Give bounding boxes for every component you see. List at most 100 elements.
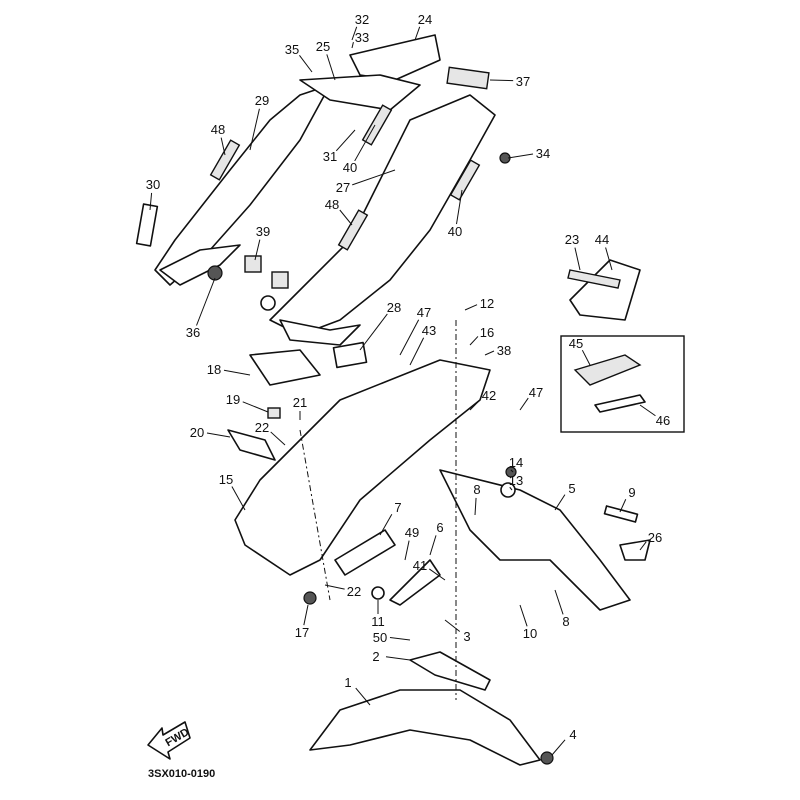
leader-line <box>519 397 529 411</box>
callout-5: 5 <box>554 481 576 511</box>
leader-line <box>456 189 463 225</box>
callout-label: 11 <box>371 614 385 629</box>
callout-43: 43 <box>409 323 436 366</box>
callout-44: 44 <box>595 232 613 271</box>
leader-line <box>581 349 591 366</box>
callout-30: 30 <box>146 177 160 211</box>
callout-label: 28 <box>387 300 401 315</box>
callout-41: 41 <box>413 558 446 581</box>
leader-line <box>223 369 251 376</box>
grommet-36a <box>207 265 223 281</box>
damper-39a <box>244 255 262 273</box>
leader-line <box>299 55 313 73</box>
callout-4: 4 <box>551 727 577 756</box>
leader-line <box>354 124 376 162</box>
leader-line <box>414 26 421 41</box>
callout-label: 22 <box>255 420 269 435</box>
leader-line <box>399 319 420 356</box>
emblem-28 <box>332 341 368 369</box>
pad-37 <box>446 66 490 90</box>
leader-line <box>351 41 354 49</box>
callout-label: 8 <box>473 482 480 497</box>
callout-label: 41 <box>413 558 427 573</box>
leader-line <box>389 636 411 641</box>
leader-line <box>489 79 514 82</box>
callout-label: 23 <box>565 232 579 247</box>
leader-line <box>484 350 495 356</box>
callout-label: 40 <box>343 160 357 175</box>
callout-label: 44 <box>595 232 609 247</box>
callout-label: 10 <box>523 626 537 641</box>
callout-47: 47 <box>519 385 543 411</box>
leader-line <box>409 337 425 366</box>
nut-4 <box>540 751 554 765</box>
callout-7: 7 <box>379 500 402 536</box>
callout-36: 36 <box>186 277 216 340</box>
callout-label: 29 <box>255 93 269 108</box>
callout-28: 28 <box>359 300 401 351</box>
leader-line <box>351 26 358 41</box>
leader-line <box>469 399 481 411</box>
callout-label: 49 <box>405 525 419 540</box>
callout-label: 12 <box>480 296 494 311</box>
callout-label: 37 <box>516 74 530 89</box>
callout-11: 11 <box>371 600 385 629</box>
callout-label: 45 <box>569 336 583 351</box>
callout-label: 7 <box>394 500 401 515</box>
callout-46: 46 <box>639 404 670 428</box>
callout-2: 2 <box>372 649 411 664</box>
leader-line <box>509 486 513 491</box>
callout-label: 13 <box>509 473 523 488</box>
callout-label: 22 <box>347 584 361 599</box>
callout-label: 33 <box>355 30 369 45</box>
callout-label: 46 <box>656 413 670 428</box>
leader-line <box>554 494 566 511</box>
fwd-arrow: FWD <box>147 721 191 760</box>
callout-label: 9 <box>628 485 635 500</box>
bracket-6 <box>389 559 441 606</box>
callout-29: 29 <box>249 93 269 151</box>
callout-23: 23 <box>565 232 581 271</box>
callout-50: 50 <box>373 630 411 645</box>
bracket-2 <box>409 651 491 691</box>
leader-line <box>249 108 260 151</box>
leader-line <box>428 568 446 581</box>
callout-label: 42 <box>482 388 496 403</box>
callout-label: 17 <box>295 625 309 640</box>
callout-1: 1 <box>344 675 371 706</box>
callout-14: 14 <box>509 455 523 473</box>
callout-label: 50 <box>373 630 387 645</box>
rear-fender-15 <box>234 341 491 576</box>
leader-line <box>507 153 534 159</box>
callout-45: 45 <box>569 336 591 366</box>
callout-9: 9 <box>619 485 636 513</box>
reflector-26 <box>619 539 651 561</box>
callout-label: 21 <box>293 395 307 410</box>
leader-line <box>355 687 371 706</box>
leader-line <box>639 404 656 417</box>
leader-line <box>464 304 478 311</box>
leader-line <box>196 277 216 326</box>
leader-line <box>469 336 479 346</box>
callout-12: 12 <box>464 296 494 311</box>
callout-label: 6 <box>436 520 443 535</box>
leader-line <box>326 54 336 81</box>
callout-48: 48 <box>211 122 226 156</box>
strip-48-right <box>337 209 369 251</box>
collar-13 <box>500 482 516 498</box>
callout-label: 16 <box>480 325 494 340</box>
leader-line <box>303 604 309 626</box>
strap-23-44 <box>567 259 641 321</box>
leader-line <box>149 192 153 211</box>
leader-line <box>605 247 613 271</box>
front-fender-1 <box>309 689 541 766</box>
kit-box-45-46 <box>560 335 685 433</box>
callout-39: 39 <box>254 224 270 261</box>
callout-37: 37 <box>489 74 530 89</box>
tail-grab-bar-24 <box>349 34 441 81</box>
bracket-7 <box>334 529 396 576</box>
callout-label: 19 <box>226 392 240 407</box>
leader-line <box>379 514 393 536</box>
callout-31: 31 <box>323 129 356 164</box>
